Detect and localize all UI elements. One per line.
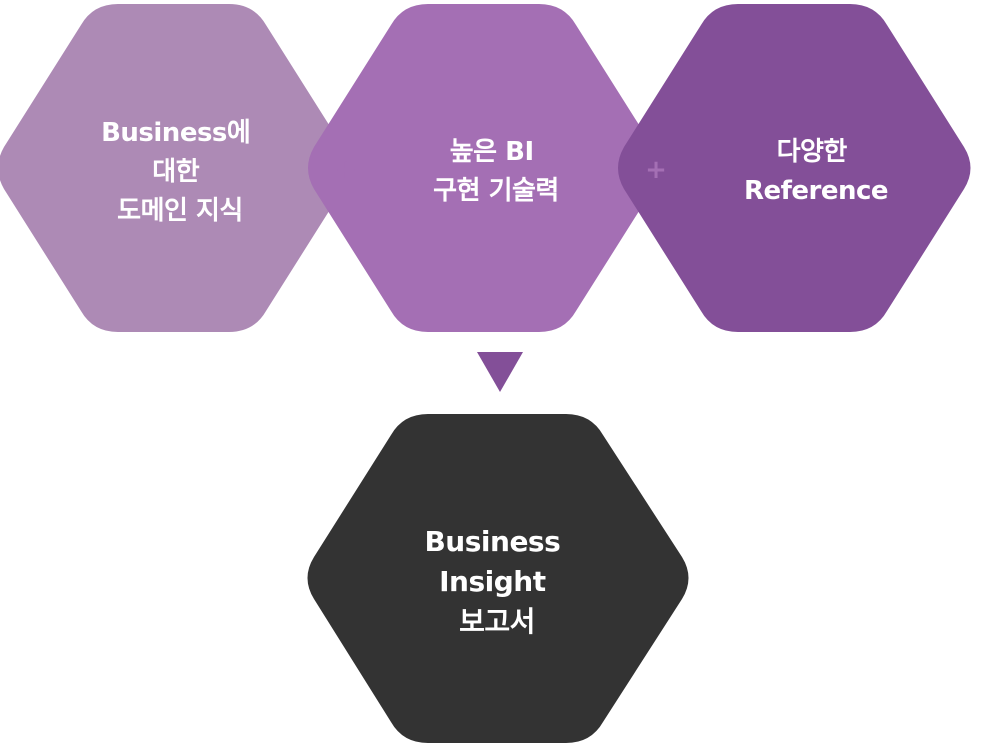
hex-business-insight-report: Business Insight 보고서 — [307, 414, 689, 743]
hex-shape-domain-knowledge — [0, 4, 350, 332]
hex-label-line: 구현 기술력 — [433, 176, 559, 206]
plus-connector-2: + — [645, 155, 667, 185]
hex-bi-skill: 높은 BI 구현 기술력 — [308, 4, 660, 332]
hex-label-line: 도메인 지식 — [117, 196, 243, 226]
hex-label-line: Business에 — [101, 118, 250, 148]
hex-shape-bi-skill — [308, 4, 660, 332]
hex-reference: 다양한 Reference — [618, 4, 971, 332]
hex-domain-knowledge: Business에 대한 도메인 지식 — [0, 4, 350, 332]
hex-label-reference: 다양한 Reference — [744, 137, 888, 206]
hex-label-line: Reference — [744, 176, 888, 206]
hex-label-bi-skill: 높은 BI 구현 기술력 — [433, 137, 559, 206]
hex-label-line: 보고서 — [459, 605, 535, 638]
hex-label-line: Business — [424, 525, 560, 558]
hex-label-business-insight-report: Business Insight 보고서 — [424, 525, 569, 638]
hex-shape-business-insight-report — [307, 414, 689, 743]
hex-label-domain-knowledge: Business에 대한 도메인 지식 — [101, 118, 259, 226]
down-arrow-icon — [477, 352, 523, 392]
hex-shape-reference — [618, 4, 971, 332]
hex-label-line: 높은 BI — [450, 137, 534, 167]
hex-label-line: 대한 — [152, 157, 199, 187]
hex-label-line: Insight — [439, 565, 546, 598]
plus-connector-1: + — [335, 155, 357, 185]
hex-label-line: 다양한 — [777, 137, 848, 167]
